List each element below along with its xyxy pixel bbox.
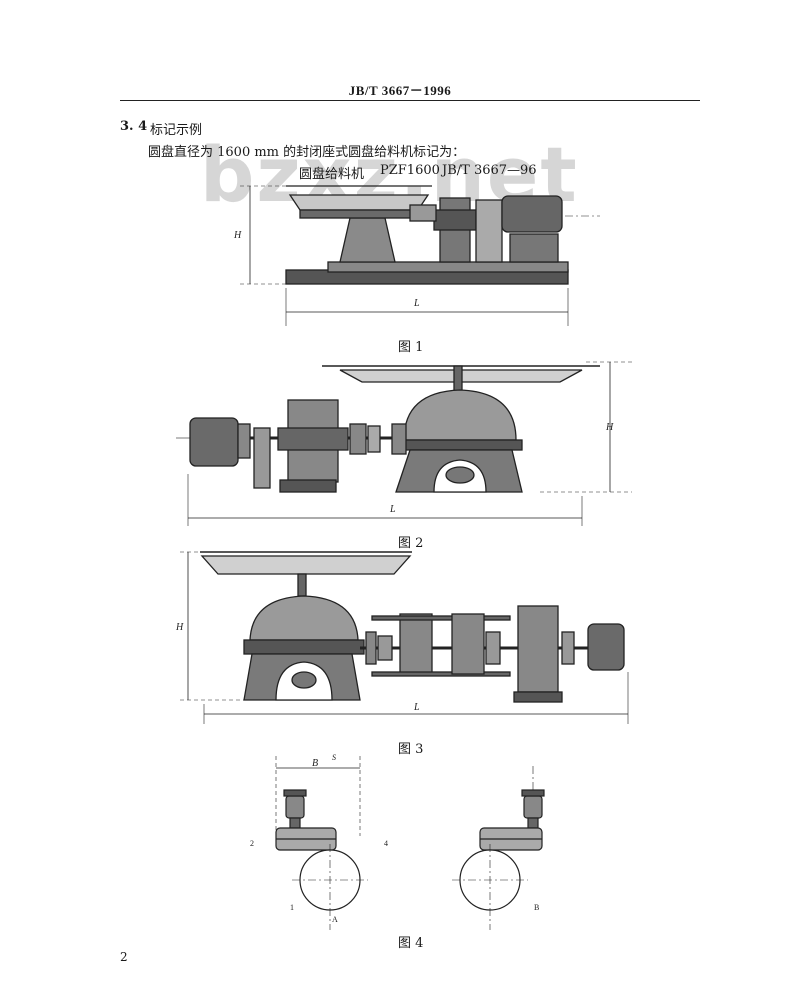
figure-4-dim-b: B [312, 758, 318, 769]
page-number: 2 [120, 950, 128, 964]
figure-3-dim-l: L [413, 702, 420, 713]
figure-4-label-1: 1 [290, 903, 294, 912]
figure-4-caption: 图 4 [398, 936, 424, 951]
figure-2-drawing [176, 361, 632, 526]
figure-2-dim-h: H [605, 422, 614, 433]
figure-1-drawing [240, 185, 600, 326]
header-rule [120, 100, 700, 101]
figure-4-label-2: 2 [250, 839, 254, 848]
example-text: 圆盘直径为 1600 mm 的封闭座式圆盘给料机标记为： [148, 145, 466, 160]
section-title: 标记示例 [150, 123, 203, 138]
figure-2-dim-l: L [389, 504, 396, 515]
figure-4-drawing [275, 756, 545, 930]
figure-4-label-a: A [332, 915, 338, 924]
figure-3-drawing [180, 551, 629, 724]
figure-3-caption: 图 3 [398, 742, 424, 757]
marking-code: PZF1600 [380, 163, 440, 178]
figure-4-label-4: 4 [384, 839, 388, 848]
figure-4-dim-s: S [332, 753, 336, 762]
marking-name: 圆盘给料机 [299, 167, 365, 182]
section-number: 3. 4 [120, 119, 148, 134]
marking-standard: JB/T 3667—96 [442, 163, 537, 178]
figure-1-dim-h: H [233, 230, 242, 241]
figure-4-label-b: B [534, 903, 539, 912]
figure-1-dim-l: L [413, 298, 420, 309]
figure-2-caption: 图 2 [398, 536, 424, 551]
figure-1-caption: 图 1 [398, 340, 424, 355]
figure-3-dim-h: H [175, 622, 184, 633]
page-header-title: JB/T 3667－1996 [348, 83, 452, 98]
